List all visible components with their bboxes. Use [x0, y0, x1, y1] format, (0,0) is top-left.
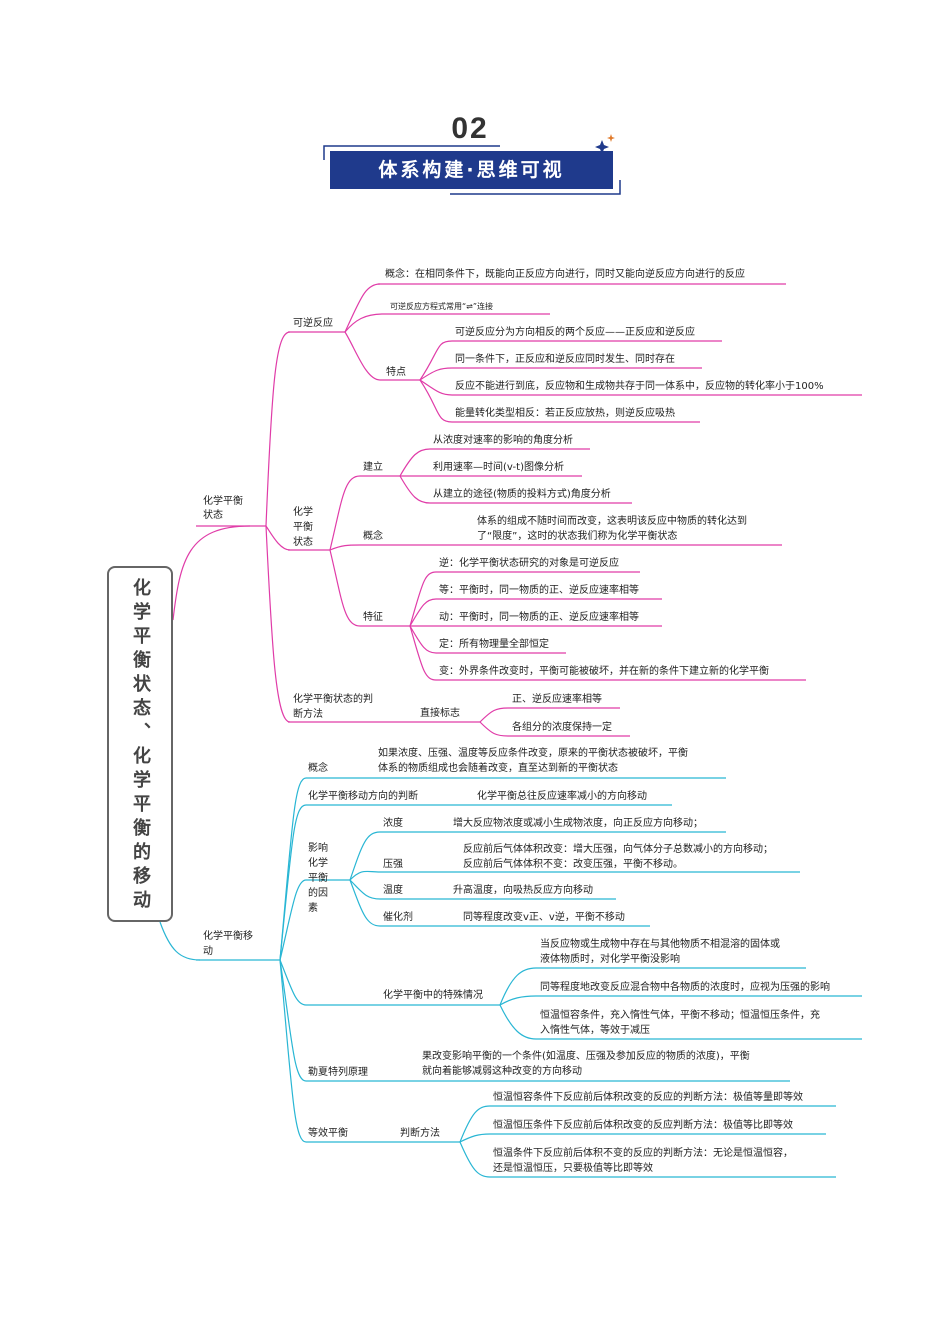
- node-special: 化学平衡中的特殊情况: [383, 990, 483, 1001]
- node-direct-sign: 直接标志: [420, 708, 460, 719]
- list-item: 变：外界条件改变时，平衡可能被破坏，并在新的条件下建立新的化学平衡: [439, 666, 769, 677]
- list-item: 恒温恒容条件下反应前后体积改变的反应的判断方法：极值等量即等效: [493, 1092, 803, 1103]
- node-pressure: 压强: [383, 859, 403, 870]
- list-item: 正、逆反应速率相等: [512, 694, 602, 705]
- section-number: 02: [451, 112, 489, 145]
- node-shift-concept-text: 如果浓度、压强、温度等反应条件改变，原来的平衡状态被破坏，平衡: [378, 748, 688, 759]
- node-shift-concept-text: 体系的物质组成也会随着改变，直至达到新的平衡状态: [378, 763, 618, 774]
- node-pressure-text: 反应前后气体体积改变：增大压强，向气体分子总数减小的方向移动；: [463, 844, 773, 855]
- banner-frame: [323, 134, 621, 195]
- list-item: 液体物质时，对化学平衡没影响: [540, 954, 680, 965]
- node-temperature: 温度: [383, 885, 403, 896]
- node-state-concept-text: 体系的组成不随时间而改变，这表明该反应中物质的转化达到: [477, 516, 747, 527]
- root-node: 化学平衡状态、化学平衡的移动: [107, 566, 173, 922]
- node-state-concept: 概念: [363, 531, 383, 542]
- list-item: 恒温条件下反应前后体积不变的反应的判断方法：无论是恒温恒容，: [493, 1148, 793, 1159]
- node-method: 判断方法: [400, 1128, 440, 1139]
- section-title: 体系构建·思维可视: [330, 151, 613, 189]
- node-reversible-concept: 概念：在相同条件下，既能向正反应方向进行，同时又能向逆反应方向进行的反应: [385, 269, 745, 280]
- node-catalyst-text: 同等程度改变v正、v逆，平衡不移动: [463, 912, 625, 923]
- sparkle-icon: [595, 134, 615, 154]
- list-item: 反应不能进行到底，反应物和生成物共存于同一体系中，反应物的转化率小于100%: [455, 381, 824, 392]
- list-item: 动：平衡时，同一物质的正、逆反应速率相等: [439, 612, 639, 623]
- list-item: 从浓度对速率的影响的角度分析: [433, 435, 573, 446]
- node-le-chatelier: 勒夏特列原理: [308, 1067, 368, 1078]
- node-le-chatelier-text: 就向着能够减弱这种改变的方向移动: [422, 1066, 582, 1077]
- node-features: 特点: [386, 367, 406, 378]
- list-item: 可逆反应分为方向相反的两个反应——正反应和逆反应: [455, 327, 695, 338]
- list-item: 同一条件下，正反应和逆反应同时发生、同时存在: [455, 354, 675, 365]
- node-le-chatelier-text: 果改变影响平衡的一个条件(如温度、压强及参加反应的物质的浓度)，平衡: [422, 1051, 750, 1062]
- list-item: 从建立的途径(物质的投料方式)角度分析: [433, 489, 611, 500]
- node-traits: 特征: [363, 612, 383, 623]
- node-pressure-text: 反应前后气体体积不变：改变压强，平衡不移动。: [463, 859, 683, 870]
- node-catalyst: 催化剂: [383, 912, 413, 923]
- list-item: 同等程度地改变反应混合物中各物质的浓度时，应视为压强的影响: [540, 982, 830, 993]
- node-shift-concept: 概念: [308, 763, 328, 774]
- node-judge-method: 化学平衡状态的判断方法: [293, 694, 373, 720]
- node-concentration-text: 增大反应物浓度或减小生成物浓度，向正反应方向移动；: [453, 818, 703, 829]
- node-equilibrium-state: 化学平衡状态: [293, 507, 313, 548]
- root-label: 化学平衡状态、化学平衡的移动: [130, 578, 151, 914]
- list-item: 当反应物或生成物中存在与其他物质不相混溶的固体或: [540, 939, 780, 950]
- list-item: 恒温恒容条件，充入惰性气体，平衡不移动；恒温恒压条件，充: [540, 1010, 820, 1021]
- list-item: 恒温恒压条件下反应前后体积改变的反应判断方法：极值等比即等效: [493, 1120, 793, 1131]
- list-item: 入惰性气体，等效于减压: [540, 1025, 650, 1036]
- node-temperature-text: 升高温度，向吸热反应方向移动: [453, 885, 593, 896]
- node-establish: 建立: [363, 462, 383, 473]
- node-reversible-reaction: 可逆反应: [293, 318, 333, 329]
- list-item: 还是恒温恒压，只要极值等比即等效: [493, 1163, 653, 1174]
- list-item: 逆：化学平衡状态研究的对象是可逆反应: [439, 558, 619, 569]
- node-state-concept-text: 了“限度”，这时的状态我们称为化学平衡状态: [477, 531, 678, 542]
- node-reversible-equation: 可逆反应方程式常用“⇌”连接: [390, 302, 493, 311]
- list-item: 等：平衡时，同一物质的正、逆反应速率相等: [439, 585, 639, 596]
- branch-state-label: 化学平衡状态: [203, 496, 243, 521]
- node-equivalent: 等效平衡: [308, 1128, 348, 1139]
- node-direction-text: 化学平衡总往反应速率减小的方向移动: [477, 791, 647, 802]
- node-direction: 化学平衡移动方向的判断: [308, 791, 418, 802]
- list-item: 利用速率—时间(v-t)图像分析: [433, 462, 564, 473]
- list-item: 各组分的浓度保持一定: [512, 722, 612, 733]
- list-item: 能量转化类型相反：若正反应放热，则逆反应吸热: [455, 408, 675, 419]
- branch-shift-label: 化学平衡移动: [203, 931, 253, 957]
- node-concentration: 浓度: [383, 818, 403, 829]
- node-factors: 影响化学平衡的因素: [308, 843, 328, 914]
- list-item: 定：所有物理量全部恒定: [439, 639, 549, 650]
